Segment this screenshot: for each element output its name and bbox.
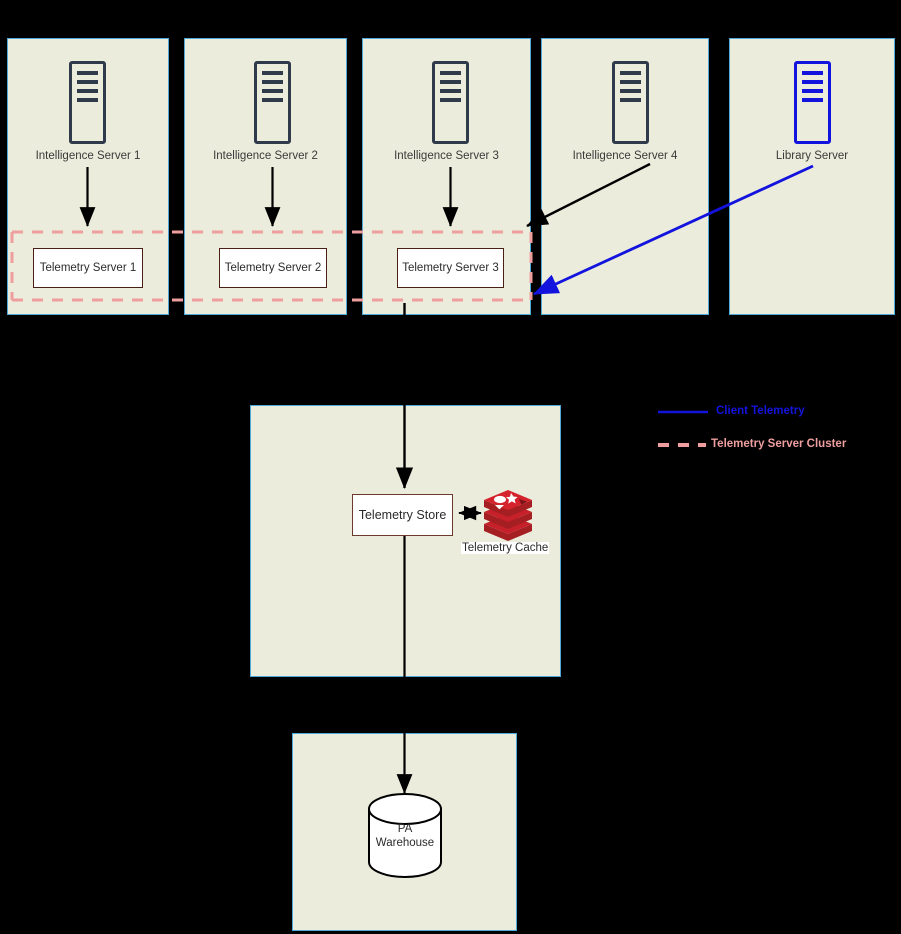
server-icon-intelligence-server-3 — [432, 61, 469, 144]
node-telemetry-server-2[interactable]: Telemetry Server 2 — [219, 248, 327, 288]
server-icon-bar — [802, 80, 823, 84]
container-telemetry-store[interactable] — [250, 405, 561, 677]
server-icon-bar — [620, 98, 641, 102]
label-telemetry-cache: Telemetry Cache — [461, 542, 550, 554]
node-telemetry-store[interactable]: Telemetry Store — [352, 494, 453, 536]
label-pa-warehouse: PA Warehouse — [355, 823, 455, 851]
server-icon-bar — [262, 80, 283, 84]
server-icon-intelligence-server-1 — [69, 61, 106, 144]
server-icon-bar — [440, 71, 461, 75]
server-icon-bar — [802, 71, 823, 75]
server-icon-bar — [262, 98, 283, 102]
label-intelligence-server-1: Intelligence Server 1 — [35, 150, 141, 162]
server-icon-bar — [262, 71, 283, 75]
server-icon-library-server — [794, 61, 831, 144]
label-library-server: Library Server — [775, 150, 849, 162]
server-icon-bar — [77, 71, 98, 75]
server-icon-bar — [620, 71, 641, 75]
legend-label-telemetry-server-cluster: Telemetry Server Cluster — [711, 438, 847, 450]
server-icon-bar — [77, 98, 98, 102]
label-intelligence-server-2: Intelligence Server 2 — [213, 150, 318, 162]
server-icon-bar — [77, 80, 98, 84]
server-icon-intelligence-server-4 — [612, 61, 649, 144]
node-telemetry-server-1[interactable]: Telemetry Server 1 — [33, 248, 143, 288]
label-pa-warehouse-line1: PA — [397, 823, 413, 835]
server-icon-bar — [262, 89, 283, 93]
server-icon-bar — [440, 98, 461, 102]
server-icon-bar — [620, 80, 641, 84]
server-icon-bar — [440, 80, 461, 84]
server-icon-bar — [802, 98, 823, 102]
label-intelligence-server-3: Intelligence Server 3 — [394, 150, 499, 162]
node-telemetry-server-3[interactable]: Telemetry Server 3 — [397, 248, 504, 288]
label-pa-warehouse-line2: Warehouse — [375, 836, 435, 849]
server-icon-bar — [620, 89, 641, 93]
server-icon-bar — [77, 89, 98, 93]
legend-label-client-telemetry: Client Telemetry — [716, 405, 805, 417]
server-icon-bar — [440, 89, 461, 93]
server-icon-bar — [802, 89, 823, 93]
server-icon-intelligence-server-2 — [254, 61, 291, 144]
label-intelligence-server-4: Intelligence Server 4 — [572, 150, 678, 162]
